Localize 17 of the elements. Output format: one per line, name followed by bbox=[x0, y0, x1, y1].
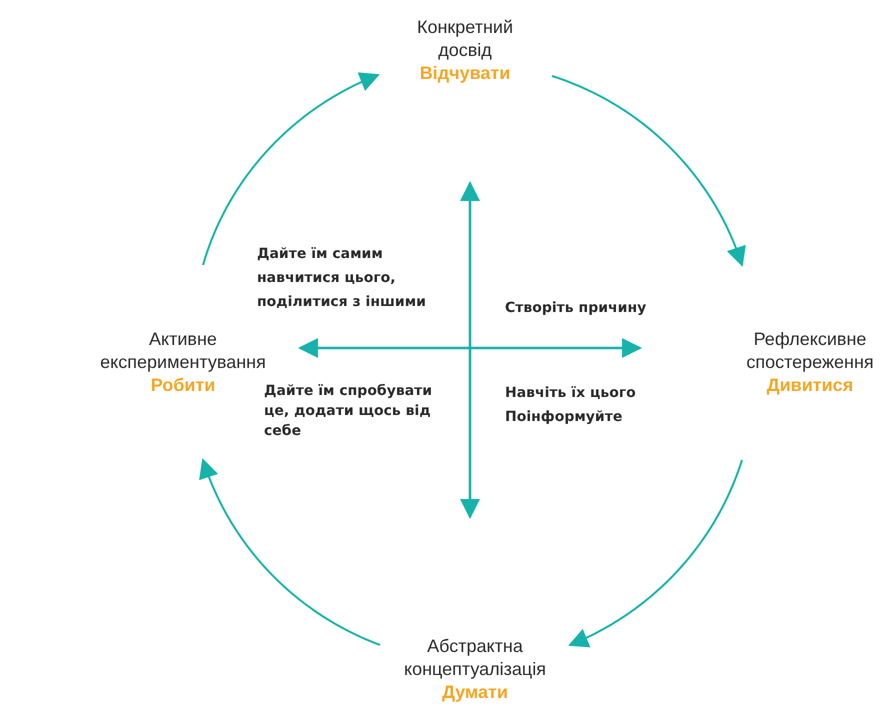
cycle-arrow bbox=[199, 458, 380, 646]
stage-verb: Думати bbox=[442, 680, 508, 704]
stage-name: Конкретний досвід bbox=[416, 16, 514, 62]
stage-verb: Дивитися bbox=[766, 374, 854, 397]
quadrant-note: Дайте їм спробувати це, додати щось від себе bbox=[264, 382, 434, 441]
cycle-arrow bbox=[568, 460, 743, 648]
stage-name: Активне експериментування bbox=[100, 328, 266, 374]
stage-verb: Робити bbox=[150, 374, 216, 397]
quadrant-note: Дайте їм самим навчитися цього, поділитися з іншими bbox=[257, 245, 427, 312]
stage-name: Абстрактна концептуалізація bbox=[403, 634, 547, 680]
quadrant-note: Створіть причину bbox=[505, 299, 648, 318]
stage-verb: Відчувати bbox=[418, 62, 512, 84]
stage-name: Рефлексивне спостереження bbox=[745, 328, 875, 374]
cycle-arrow bbox=[552, 75, 746, 267]
cycle-arrow bbox=[202, 72, 380, 266]
quadrant-note: Навчіть їх цього bbox=[505, 384, 637, 403]
quadrant-note: Поінформуйте bbox=[505, 408, 624, 427]
